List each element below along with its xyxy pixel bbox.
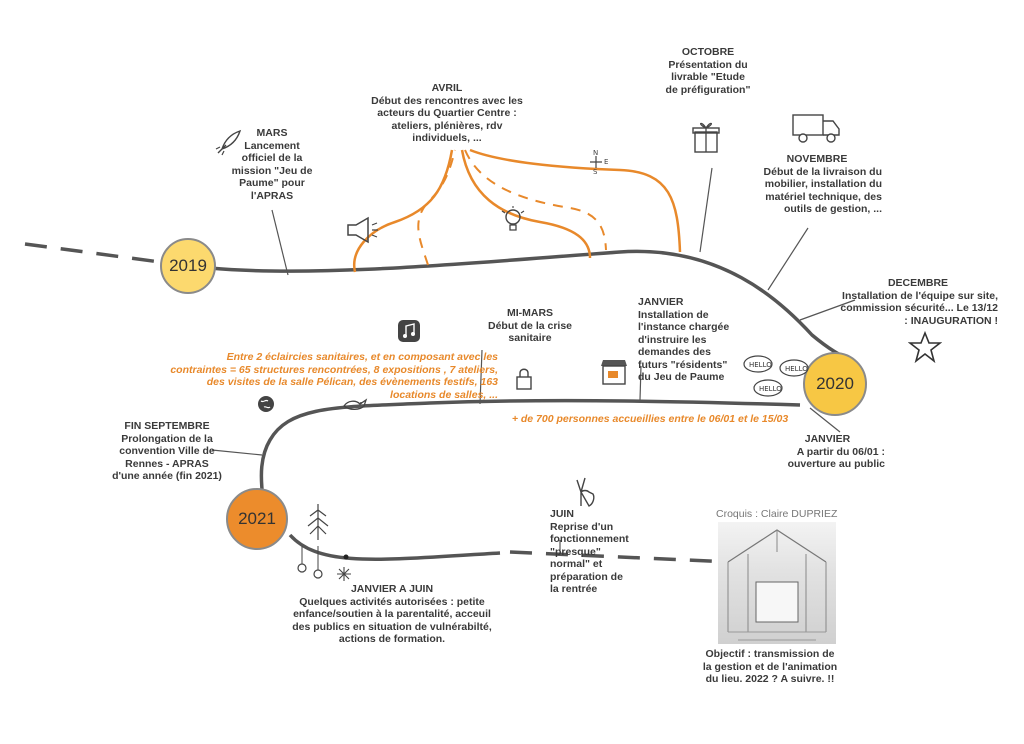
event-decembre: DECEMBRE Installation de l'équipe sur si…	[838, 277, 998, 327]
year-2020: 2020	[803, 352, 867, 416]
event-fin-septembre: FIN SEPTEMBRE Prolongation de la convent…	[112, 420, 222, 483]
event-octobre: OCTOBRE Présentation du livrable "Etude …	[664, 46, 752, 96]
music-icon	[397, 319, 421, 348]
event-title: FIN SEPTEMBRE	[124, 420, 210, 432]
event-novembre: NOVEMBRE Début de la livraison du mobili…	[752, 153, 882, 216]
hello-bubbles-icon: HELLO HELLO HELLO	[742, 352, 812, 407]
event-title: DECEMBRE	[887, 277, 949, 289]
event-mars: MARS Lancement officiel de la mission "J…	[228, 127, 316, 202]
event-janvier-juin: JANVIER A JUIN Quelques activités autori…	[292, 583, 492, 646]
event-title: NOVEMBRE	[786, 153, 848, 165]
event-text: Objectif : transmission de la gestion et…	[702, 648, 838, 685]
event-title: MARS	[256, 127, 288, 139]
event-text: A partir du 06/01 : ouverture au public	[787, 445, 885, 471]
year-2021: 2021	[226, 488, 288, 550]
year-2019: 2019	[160, 238, 216, 294]
lightbulb-icon	[500, 205, 526, 240]
event-title: OCTOBRE	[681, 46, 735, 58]
svg-text:S: S	[593, 168, 598, 176]
event-text: Quelques activités autorisées : petite e…	[292, 595, 492, 646]
event-juin: JUIN Reprise d'un fonctionnement "presqu…	[550, 508, 632, 596]
event-title: JANVIER	[804, 433, 851, 445]
lock-icon	[514, 367, 534, 396]
shop-icon	[598, 356, 630, 393]
highlight-contraintes: Entre 2 éclaircies sanitaires, et en com…	[170, 351, 498, 401]
tree-icon	[304, 502, 332, 547]
event-objectif: Objectif : transmission de la gestion et…	[700, 648, 840, 686]
event-text: Présentation du livrable "Etude de préfi…	[665, 58, 751, 96]
building-sketch	[718, 522, 836, 644]
event-avril: AVRIL Début des rencontres avec les acte…	[362, 82, 532, 145]
star-icon	[907, 330, 943, 369]
globe-icon	[256, 394, 276, 419]
megaphone-icon	[344, 215, 380, 250]
sketch-credit: Croquis : Claire DUPRIEZ	[716, 508, 838, 520]
svg-text:HELLO: HELLO	[759, 385, 782, 393]
ornament-icon	[296, 546, 328, 587]
event-text: Début de la livraison du mobilier, insta…	[763, 165, 882, 216]
event-title: JUIN	[550, 508, 574, 520]
gift-icon	[691, 118, 721, 159]
event-mi-mars: MI-MARS Début de la crise sanitaire	[475, 307, 585, 345]
event-janvier-instance: JANVIER Installation de l'instance charg…	[638, 296, 730, 384]
event-title: MI-MARS	[506, 307, 554, 319]
highlight-personnes: + de 700 personnes accueillies entre le …	[511, 413, 789, 425]
event-text: Lancement officiel de la mission "Jeu de…	[231, 139, 313, 202]
svg-text:E: E	[604, 158, 608, 166]
event-title: AVRIL	[431, 82, 463, 94]
event-text: Début des rencontres avec les acteurs du…	[371, 94, 523, 145]
rocket-icon	[212, 127, 244, 164]
event-text: Début de la crise sanitaire	[487, 319, 573, 345]
dot-icon	[343, 547, 349, 565]
event-text: Prolongation de la convention Ville de R…	[112, 432, 222, 483]
bird-icon	[340, 394, 370, 421]
svg-text:HELLO: HELLO	[785, 365, 808, 373]
truck-icon	[791, 111, 841, 150]
event-title: JANVIER	[638, 296, 684, 308]
event-text: Installation de l'équipe sur site, commi…	[840, 289, 998, 327]
svg-text:HELLO: HELLO	[749, 361, 772, 369]
event-title: JANVIER A JUIN	[350, 583, 434, 595]
peace-hand-icon	[573, 476, 601, 515]
event-janvier-ouverture: JANVIER A partir du 06/01 : ouverture au…	[770, 433, 885, 471]
sparkle-icon	[336, 566, 352, 587]
event-text: Reprise d'un fonctionnement "presque" no…	[550, 520, 629, 596]
event-text: Installation de l'instance chargée d'ins…	[638, 308, 730, 384]
svg-text:N: N	[593, 149, 598, 157]
